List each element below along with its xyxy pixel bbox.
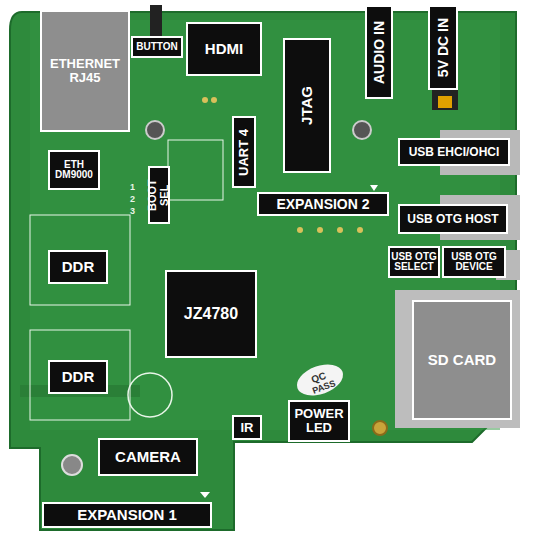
component-label-box: USB OTG SELECT	[388, 246, 440, 278]
component-label-box: JZ4780	[165, 270, 257, 358]
component-label-box: EXPANSION 2	[257, 192, 389, 216]
component-label: POWER LED	[290, 407, 348, 434]
component-label: 5V DC IN	[436, 18, 451, 77]
component-label-box: JTAG	[283, 38, 331, 173]
component-label: IR	[241, 421, 254, 435]
component-label-box: CAMERA	[98, 438, 198, 476]
component-label: USB OTG HOST	[407, 213, 498, 226]
component-label: CAMERA	[115, 449, 181, 465]
component-label: ETHERNET RJ45	[42, 57, 128, 84]
component-label: DDR	[62, 369, 95, 385]
component-label: JTAG	[299, 86, 315, 125]
silkscreen-text: 1	[130, 182, 135, 192]
component-label: UART 4	[237, 129, 251, 176]
component-label: USB EHCI/OHCI	[409, 146, 500, 159]
component-label-box: ETHERNET RJ45	[40, 10, 130, 132]
component-label-box: AUDIO IN	[365, 5, 393, 99]
component-label: HDMI	[205, 41, 243, 57]
component-label-box: SD CARD	[412, 300, 512, 420]
component-label: DDR	[62, 259, 95, 275]
component-label-box: BUTTON	[131, 36, 183, 58]
component-label-box: HDMI	[186, 22, 262, 76]
component-label-box: USB EHCI/OHCI	[398, 138, 510, 166]
component-label-box: DDR	[48, 250, 108, 284]
component-label: EXPANSION 2	[276, 197, 369, 212]
component-label-box: USB OTG HOST	[398, 204, 508, 234]
component-label-box: 5V DC IN	[428, 5, 458, 90]
component-label: SD CARD	[428, 352, 496, 368]
component-label: JZ4780	[184, 306, 238, 323]
component-label-box: ETH DM9000	[48, 150, 100, 190]
component-label-box: POWER LED	[288, 400, 350, 442]
component-label: ETH DM9000	[50, 160, 98, 181]
component-label: AUDIO IN	[372, 21, 387, 84]
silkscreen-text: 2	[130, 194, 135, 204]
component-label: USB OTG SELECT	[390, 252, 438, 273]
component-label-box: UART 4	[232, 116, 256, 188]
component-label-box: EXPANSION 1	[42, 502, 212, 528]
component-label-box: DDR	[48, 360, 108, 394]
component-label-box: IR	[232, 415, 262, 440]
component-label: BUTTON	[136, 42, 177, 53]
component-label: BOOT SEL	[147, 168, 170, 222]
component-label-box: USB OTG DEVICE	[442, 246, 506, 278]
component-label-box: BOOT SEL	[148, 166, 170, 224]
silkscreen-text: 3	[130, 206, 135, 216]
component-label: EXPANSION 1	[77, 507, 177, 523]
component-label: USB OTG DEVICE	[444, 252, 504, 273]
